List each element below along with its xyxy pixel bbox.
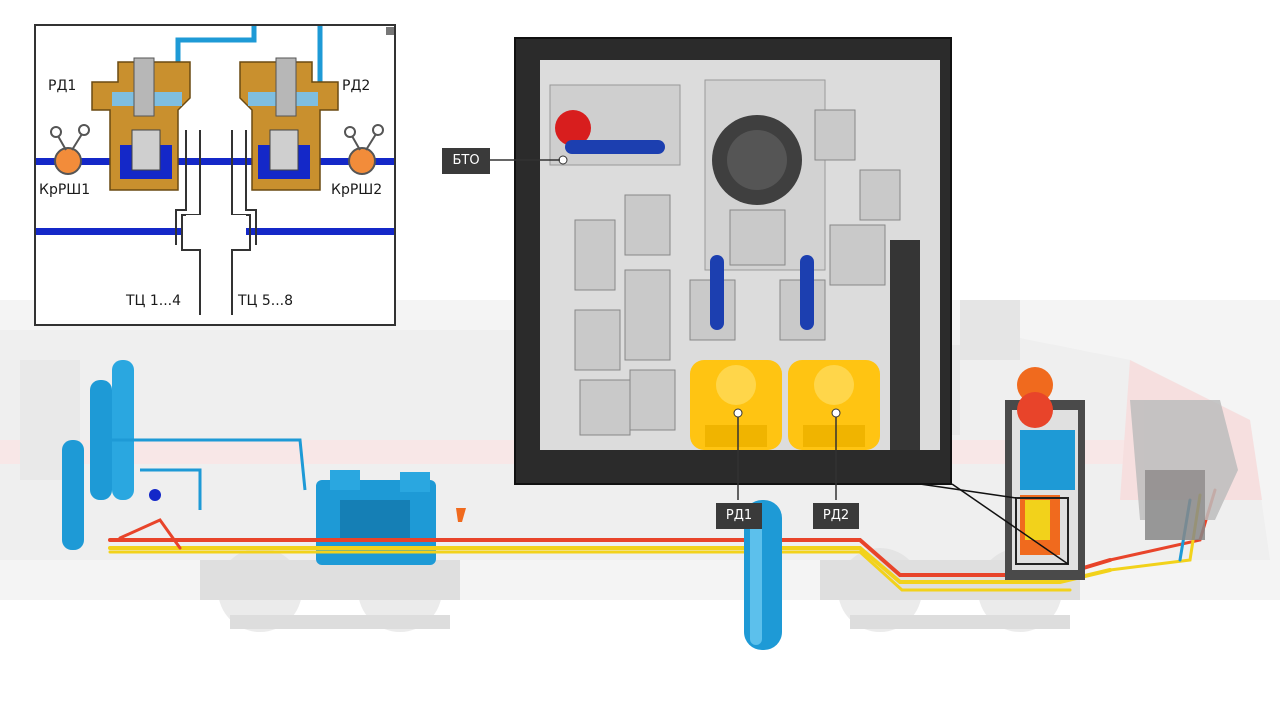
air-tanks-vertical: [62, 360, 307, 550]
small-orange-fitting: [456, 508, 466, 522]
central-reservoir: [744, 500, 782, 650]
brake-panel-photo: [490, 37, 952, 500]
cab-console: [1130, 400, 1238, 540]
schematic-label-tc1: ТЦ 1...4: [126, 293, 182, 309]
rear-brake-cabinet: [1005, 367, 1085, 580]
compressor-unit: [316, 470, 436, 565]
callout-rd2: РД2: [813, 503, 859, 529]
rd1-valve: [91, 57, 191, 191]
krsh2-cock: [344, 124, 384, 175]
bogie-front: [200, 548, 460, 632]
pneumatic-schematic: [34, 24, 396, 326]
krsh1-cock: [50, 124, 90, 175]
schematic-label-rd2: РД2: [342, 78, 371, 94]
rd1-regulator: [690, 360, 782, 450]
schematic-label-krsh1: КрРШ1: [39, 182, 91, 198]
schematic-label-rd1: РД1: [48, 78, 77, 94]
panel-callout-line-2: [951, 483, 1069, 565]
callout-rd1: РД1: [716, 503, 762, 529]
rd2-regulator: [788, 360, 880, 450]
panel-callout-line: [919, 483, 1017, 499]
rd2-valve: [239, 57, 339, 191]
bogie-rear: [820, 548, 1080, 632]
schematic-label-krsh2: КрРШ2: [331, 182, 383, 198]
schematic-label-tc2: ТЦ 5...8: [238, 293, 294, 309]
callout-bto: БТО: [442, 148, 490, 174]
